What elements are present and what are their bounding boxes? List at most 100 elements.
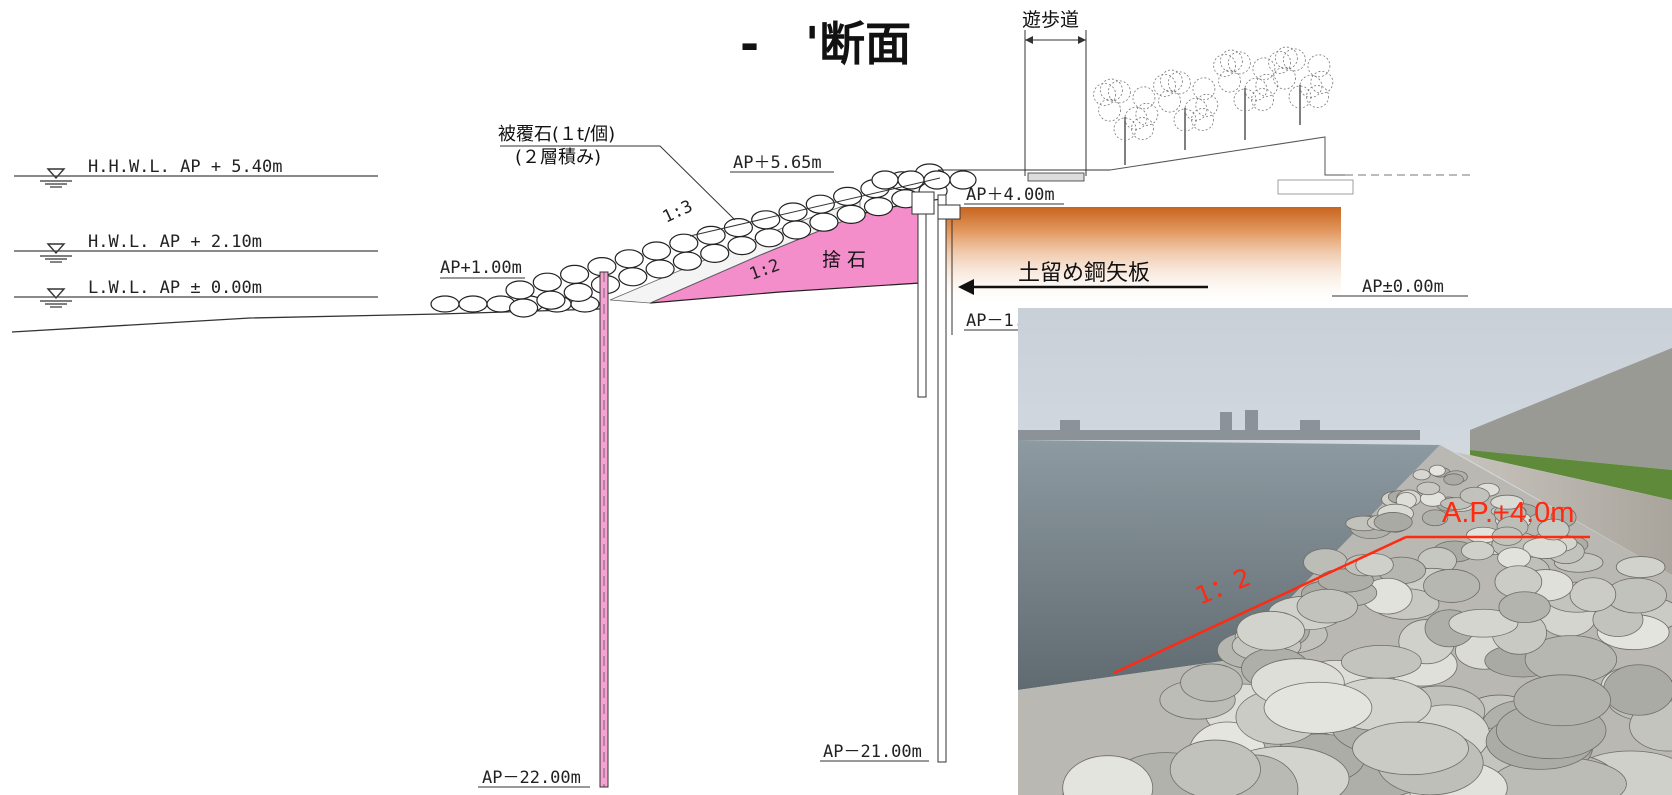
armor-stone: [641, 241, 672, 261]
tree-foliage: [1275, 46, 1298, 70]
photo-stone: [1460, 540, 1495, 561]
tree-foliage: [1184, 97, 1208, 121]
armor-stone: [727, 236, 757, 256]
photo-stone: [1180, 663, 1243, 702]
photo-stone: [1459, 486, 1490, 505]
armor-stone: [897, 170, 925, 190]
photo-stone: [1412, 469, 1431, 481]
sheet-pile-long: [937, 194, 961, 763]
armor-stone: [751, 210, 781, 230]
armor-stone: [805, 194, 835, 214]
armor-stone-label-1: 被覆石(１t/個): [498, 124, 615, 145]
water-level-hhwl: H.H.W.L. AP + 5.40m: [14, 157, 378, 188]
photo-stone: [1443, 473, 1464, 486]
walkway-label: 遊歩道: [1022, 9, 1079, 31]
tree-foliage: [1220, 49, 1243, 73]
armor-stone: [923, 170, 951, 190]
photo-stone: [1498, 591, 1551, 624]
photo-stone: [1296, 588, 1359, 624]
rubble-label: 捨 石: [822, 249, 866, 271]
tree-foliage: [1255, 73, 1279, 97]
walkway-area: [938, 30, 1475, 195]
armor-stone: [809, 212, 839, 232]
section-title: - '断面: [740, 17, 911, 71]
tree-foliage: [1124, 106, 1148, 130]
armor-stone: [563, 282, 593, 302]
tree-foliage: [1251, 88, 1274, 111]
photo-stone: [1490, 494, 1524, 510]
armor-stone: [614, 249, 644, 269]
backfill-soil: [938, 207, 1341, 307]
site-photo: A.P.+4.0m 1：2: [1018, 308, 1672, 795]
toe-level-label: AP+1.00m: [440, 258, 522, 278]
armor-stone: [836, 204, 866, 224]
tree-foliage: [1273, 66, 1297, 90]
photo-stone: [1236, 610, 1305, 651]
tree-foliage: [1192, 77, 1216, 101]
photo-stone: [1355, 553, 1394, 577]
tree-foliage: [1191, 108, 1214, 131]
tree-foliage: [1158, 89, 1182, 113]
armor-stone: [532, 272, 562, 292]
armor-stone: [723, 218, 754, 238]
photo-stone: [1263, 681, 1373, 734]
armor-stone: [618, 267, 648, 287]
armor-stone: [559, 264, 590, 284]
hwl-label: H.W.L. AP + 2.10m: [88, 232, 262, 252]
left-pile-level-label: AP－22.00m: [482, 768, 581, 788]
tree-foliage: [1282, 48, 1306, 72]
tree-foliage: [1153, 74, 1177, 97]
tree-foliage: [1107, 80, 1131, 104]
armor-stone: [672, 251, 703, 271]
water-level-lwl: L.W.L. AP ± 0.00m: [14, 278, 378, 308]
armor-stone: [949, 170, 977, 190]
armor-stone: [669, 233, 699, 253]
armor-stone: [430, 295, 460, 313]
photo-stone: [1448, 608, 1519, 638]
slope-upper-line: [689, 177, 941, 237]
photo-stone: [1169, 739, 1261, 795]
tree-foliage: [1167, 71, 1191, 95]
armor-stone-label-2: (２層積み): [515, 147, 601, 168]
armor-stone: [508, 298, 539, 318]
tree-foliage: [1132, 86, 1156, 110]
long-pile-level-label: AP－21.00m: [823, 742, 922, 762]
lwl-label: L.W.L. AP ± 0.00m: [88, 278, 262, 298]
armor-stone: [458, 295, 488, 313]
sheet-pile-left: [599, 271, 609, 788]
photo-stone: [1352, 721, 1469, 776]
armor-stone: [645, 259, 675, 279]
tree-foliage: [1218, 69, 1242, 93]
armor-stone: [536, 290, 566, 310]
tree-foliage: [1131, 117, 1154, 140]
photo-stone: [1537, 518, 1570, 541]
photo-stone: [1423, 568, 1481, 603]
sheet-pile-short: [911, 191, 935, 398]
tree-foliage: [1093, 83, 1117, 106]
tree-foliage: [1310, 70, 1334, 94]
photo-stone: [1569, 577, 1617, 612]
photo-stone: [1341, 644, 1422, 679]
tree-foliage: [1252, 57, 1276, 81]
tree-foliage: [1100, 78, 1123, 102]
sheet-pile-label: 土留め鋼矢板: [1018, 261, 1150, 286]
armor-stone: [505, 280, 535, 300]
photo-stone: [1373, 512, 1413, 533]
tree-foliage: [1299, 74, 1323, 98]
armor-stone: [781, 220, 812, 240]
photo-stone: [1416, 481, 1441, 496]
slope-upper-label: 1:3: [660, 196, 696, 227]
hhwl-label: H.H.W.L. AP + 5.40m: [88, 157, 282, 177]
water-level-hwl: H.W.L. AP + 2.10m: [14, 232, 378, 263]
armor-stone: [700, 243, 730, 263]
sheet-pile-arrow: [958, 279, 1208, 295]
armor-stone: [832, 186, 863, 206]
photo-slope-line: [1113, 535, 1407, 675]
tree-foliage: [1098, 98, 1122, 122]
photo-level-label: A.P.+4.0m: [1442, 497, 1574, 529]
armor-stone: [754, 228, 784, 248]
top-level-label: AP＋4.00m: [966, 185, 1055, 205]
photo-stone: [1513, 674, 1612, 727]
photo-stone: [1062, 755, 1154, 795]
tree-foliage: [1160, 69, 1183, 93]
